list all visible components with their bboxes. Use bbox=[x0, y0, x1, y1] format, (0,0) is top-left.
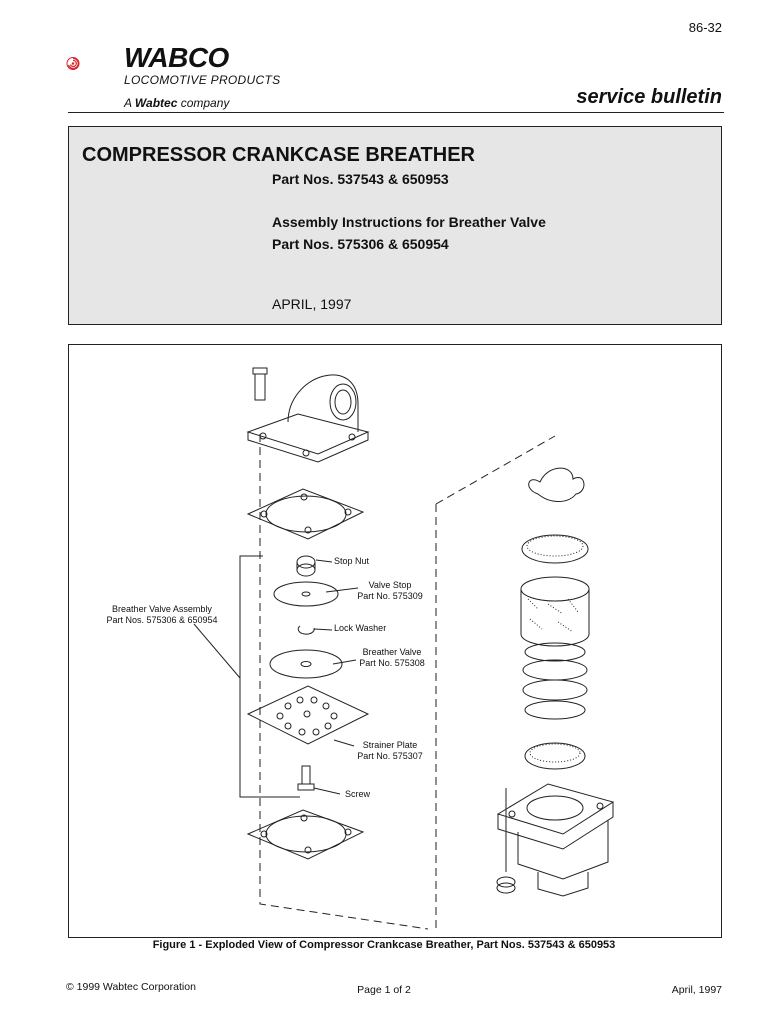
strainer-plate-leader bbox=[333, 739, 355, 747]
label-screw: Screw bbox=[345, 789, 371, 799]
assembly-part-numbers: Part Nos. 575306 & 650954 bbox=[272, 236, 449, 252]
logo-subtitle: LOCOMOTIVE PRODUCTS bbox=[124, 73, 281, 87]
label-lock-washer: Lock Washer bbox=[334, 623, 387, 633]
label-valve-stop-part: Part No. 575309 bbox=[357, 591, 423, 601]
figure-caption: Figure 1 - Exploded View of Compressor C… bbox=[152, 939, 616, 951]
header-divider bbox=[68, 112, 724, 113]
lock-washer-leader bbox=[313, 628, 333, 631]
lock-washer-drawing bbox=[297, 625, 315, 635]
exploded-view-drawing bbox=[193, 367, 615, 930]
label-stop-nut: Stop Nut bbox=[334, 556, 370, 566]
publication-date: APRIL, 1997 bbox=[272, 296, 352, 312]
filter-element-drawing bbox=[520, 576, 590, 647]
breather-valve-leader bbox=[332, 659, 357, 665]
footer-page-number: Page 1 of 2 bbox=[357, 984, 411, 996]
valve-stop-drawing bbox=[273, 581, 339, 607]
screen-lower-drawing bbox=[524, 742, 586, 770]
assembly-leader bbox=[193, 623, 241, 679]
label-valve-stop-name: Valve Stop bbox=[368, 580, 412, 590]
logo-wordmark: WABCO bbox=[124, 42, 229, 73]
assembly-instructions-title: Assembly Instructions for Breather Valve bbox=[272, 214, 546, 230]
screen-upper-drawing bbox=[521, 534, 589, 564]
top-bracket-drawing bbox=[246, 367, 370, 463]
logo-company-prefix: A bbox=[124, 96, 135, 110]
spring-drawing bbox=[522, 642, 588, 720]
label-breather-valve-part: Part No. 575308 bbox=[359, 658, 425, 668]
housing-drawing bbox=[496, 783, 615, 897]
stop-nut-drawing bbox=[296, 555, 316, 577]
logo-company-line: A Wabtec company bbox=[124, 96, 229, 110]
nut-drawing bbox=[496, 876, 516, 894]
label-breather-valve-name: Breather Valve bbox=[362, 647, 422, 657]
footer-date: April, 1997 bbox=[671, 984, 722, 996]
service-bulletin-label: service bulletin bbox=[576, 86, 722, 108]
breather-valve-drawing bbox=[269, 649, 343, 679]
strainer-plate-drawing bbox=[246, 685, 370, 745]
title-box bbox=[68, 126, 722, 325]
gasket-lower-drawing bbox=[246, 809, 365, 860]
wabco-logo bbox=[66, 57, 80, 70]
stop-nut-leader bbox=[315, 559, 333, 563]
wabco-swirl-icon bbox=[66, 57, 80, 70]
label-assembly-part: Part Nos. 575306 & 650954 bbox=[106, 615, 218, 625]
logo-company-suffix: company bbox=[177, 96, 230, 110]
figure-frame bbox=[68, 344, 722, 938]
logo-company-brand: Wabtec bbox=[134, 96, 178, 110]
part-numbers: Part Nos. 537543 & 650953 bbox=[272, 171, 449, 187]
label-strainer-plate-part: Part No. 575307 bbox=[357, 751, 423, 761]
label-assembly-name: Breather Valve Assembly bbox=[112, 604, 212, 614]
valve-stop-leader bbox=[325, 587, 359, 593]
document-number: 86-32 bbox=[688, 20, 722, 35]
label-strainer-plate-name: Strainer Plate bbox=[362, 740, 418, 750]
retaining-clip-drawing bbox=[528, 467, 585, 502]
document-title: COMPRESSOR CRANKCASE BREATHER bbox=[82, 144, 475, 166]
center-line-right bbox=[435, 435, 556, 929]
assembly-bracket bbox=[239, 555, 300, 798]
footer-copyright: © 1999 Wabtec Corporation bbox=[66, 981, 196, 993]
gasket-upper-drawing bbox=[246, 488, 365, 540]
screw-drawing bbox=[297, 765, 315, 791]
center-line-left bbox=[259, 434, 429, 930]
screw-leader bbox=[313, 787, 341, 795]
